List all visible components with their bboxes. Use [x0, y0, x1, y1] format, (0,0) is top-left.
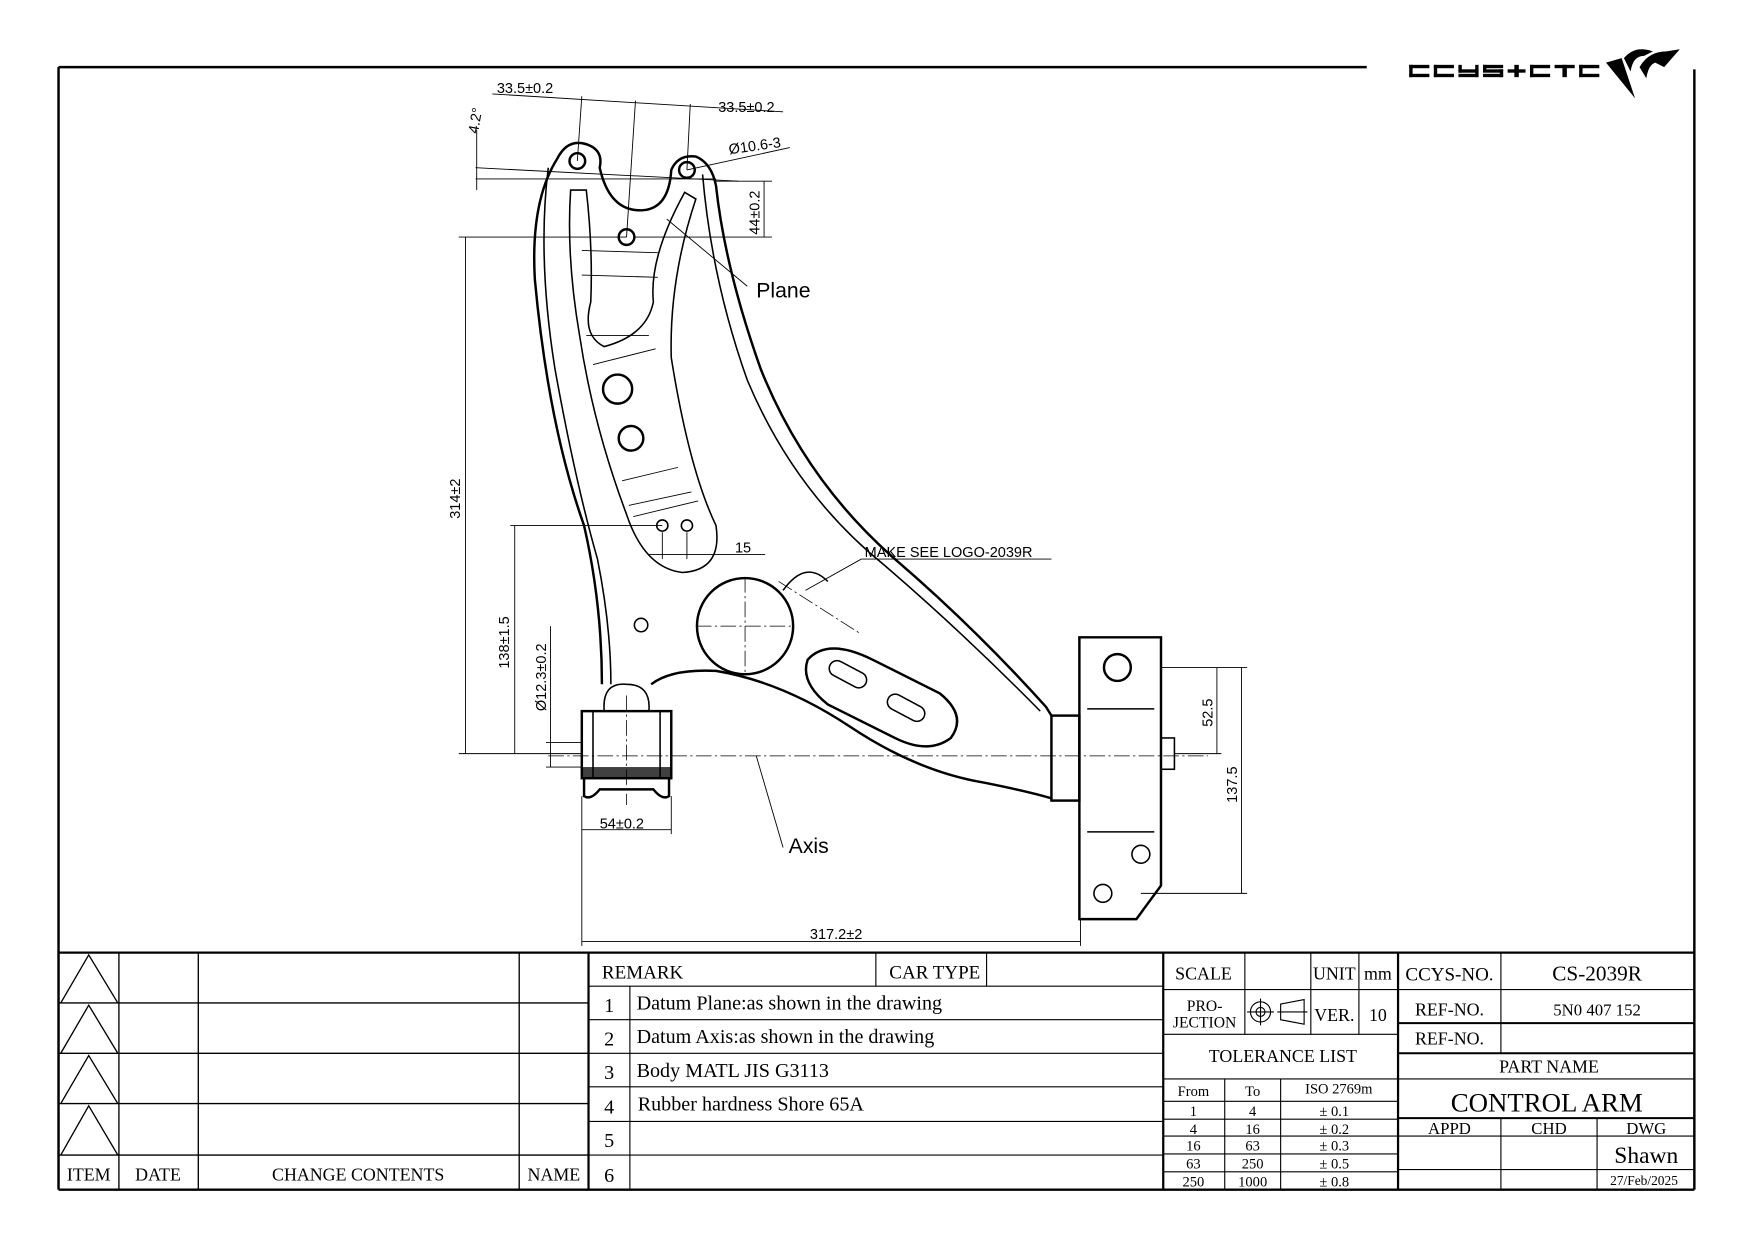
- remark-text: Body MATL JIS G3113: [637, 1060, 829, 1082]
- unit-label: UNIT: [1313, 963, 1356, 983]
- remark-number: 2: [604, 1028, 614, 1050]
- projection-label: PRO-: [1187, 998, 1223, 1015]
- dim-hole-diameter: Ø10.6-3: [728, 135, 782, 158]
- tolerance-value: ± 0.3: [1319, 1139, 1349, 1155]
- name-header: NAME: [528, 1165, 581, 1185]
- tolerance-to: 63: [1245, 1139, 1260, 1155]
- title-block: CCYS-NO. CS-2039R REF-NO. 5N0 407 152 RE…: [1405, 962, 1678, 1189]
- version-label: VER.: [1314, 1005, 1354, 1025]
- ccys-no-label: CCYS-NO.: [1405, 965, 1493, 986]
- car-type-label: CAR TYPE: [889, 962, 980, 983]
- dim-ball-137: 137.5: [1225, 766, 1241, 802]
- remark-number: 5: [604, 1130, 614, 1152]
- tolerance-header-to: To: [1245, 1084, 1260, 1100]
- tolerance-to: 1000: [1238, 1174, 1267, 1190]
- remark-text: Datum Axis:as shown in the drawing: [637, 1026, 935, 1048]
- tolerance-header-iso: ISO 2769m: [1305, 1082, 1373, 1098]
- plane-callout: Plane: [756, 278, 810, 302]
- axis-callout: Axis: [789, 834, 829, 858]
- tolerance-value: ± 0.8: [1319, 1174, 1349, 1190]
- tolerance-from: 250: [1183, 1174, 1205, 1190]
- remark-number: 6: [604, 1165, 614, 1187]
- remark-text: Datum Plane:as shown in the drawing: [637, 993, 943, 1015]
- appd-label: APPD: [1428, 1119, 1471, 1138]
- part-name-label: PART NAME: [1499, 1056, 1599, 1076]
- dim-height-314: 314±2: [448, 479, 464, 519]
- unit-value: mm: [1364, 963, 1392, 983]
- dim-ball-52: 52.5: [1200, 699, 1216, 727]
- dim-bush-diameter: Ø12.3±0.2: [534, 643, 550, 711]
- tolerance-header-from: From: [1178, 1084, 1210, 1100]
- dwg-label: DWG: [1626, 1119, 1666, 1138]
- dim-bush-width: 54±0.2: [600, 817, 644, 833]
- revision-table: ITEM DATE CHANGE CONTENTS NAME: [67, 1165, 580, 1185]
- ccys-ctc-logo: [1409, 49, 1680, 99]
- tolerance-title: TOLERANCE LIST: [1209, 1046, 1357, 1066]
- tolerance-value: ± 0.1: [1319, 1104, 1349, 1120]
- tolerance-to: 250: [1242, 1156, 1264, 1172]
- version-value: 10: [1369, 1005, 1387, 1025]
- dim-top-right-pitch: 33.5±0.2: [718, 100, 774, 116]
- logo-note-callout: MAKE SEE LOGO-2039R: [865, 545, 1033, 561]
- ccys-no-value: CS-2039R: [1552, 962, 1643, 986]
- remark-number: 1: [604, 995, 614, 1017]
- dimension-lines: [458, 93, 1248, 946]
- remark-header: REMARK: [602, 962, 684, 983]
- dim-length-317: 317.2±2: [810, 927, 862, 943]
- tolerance-to: 4: [1249, 1104, 1257, 1120]
- projection-symbol-icon: [1247, 998, 1308, 1026]
- ref-no-label: REF-NO.: [1415, 999, 1484, 1019]
- tolerance-value: ± 0.5: [1319, 1156, 1349, 1172]
- dimension-labels: 33.5±0.2 33.5±0.2 4.2° Ø10.6-3 44±0.2 31…: [448, 81, 1241, 943]
- item-header: ITEM: [67, 1165, 111, 1185]
- dim-offset-15: 15: [735, 540, 751, 556]
- drawn-by-name: Shawn: [1614, 1143, 1678, 1169]
- remark-number: 4: [604, 1097, 614, 1119]
- specs-table: SCALE UNIT mm PRO- JECTION VER. 10 TOLER…: [1173, 963, 1392, 1190]
- title-block-grid: [58, 951, 1695, 1190]
- dim-height-44: 44±0.2: [748, 191, 764, 235]
- tolerance-from: 16: [1186, 1139, 1201, 1155]
- tolerance-from: 1: [1190, 1104, 1197, 1120]
- tolerance-from: 4: [1190, 1122, 1198, 1138]
- projection-label: JECTION: [1173, 1015, 1236, 1032]
- remarks-table: REMARK CAR TYPE 1 Datum Plane:as shown i…: [602, 962, 980, 1186]
- drawing-date: 27/Feb/2025: [1610, 1173, 1678, 1188]
- chd-label: CHD: [1531, 1119, 1566, 1138]
- dim-top-left-pitch: 33.5±0.2: [497, 81, 553, 97]
- part-name-value: CONTROL ARM: [1451, 1087, 1643, 1117]
- ball-joint-bracket: [1050, 636, 1176, 921]
- tolerance-from: 63: [1186, 1156, 1201, 1172]
- date-header: DATE: [135, 1165, 181, 1185]
- dim-angle: 4.2°: [466, 107, 486, 135]
- remark-text: Rubber hardness Shore 65A: [638, 1093, 865, 1115]
- ref-no2-label: REF-NO.: [1415, 1028, 1484, 1048]
- dim-height-138: 138±1.5: [497, 616, 513, 668]
- control-arm-drawing: [533, 141, 1208, 921]
- drawing-frame: [57, 65, 1696, 1191]
- scale-label: SCALE: [1175, 963, 1232, 983]
- remark-number: 3: [604, 1062, 614, 1084]
- change-contents-header: CHANGE CONTENTS: [272, 1165, 444, 1185]
- tolerance-value: ± 0.2: [1319, 1122, 1349, 1138]
- ref-no-value: 5N0 407 152: [1553, 1000, 1641, 1019]
- tolerance-to: 16: [1245, 1122, 1260, 1138]
